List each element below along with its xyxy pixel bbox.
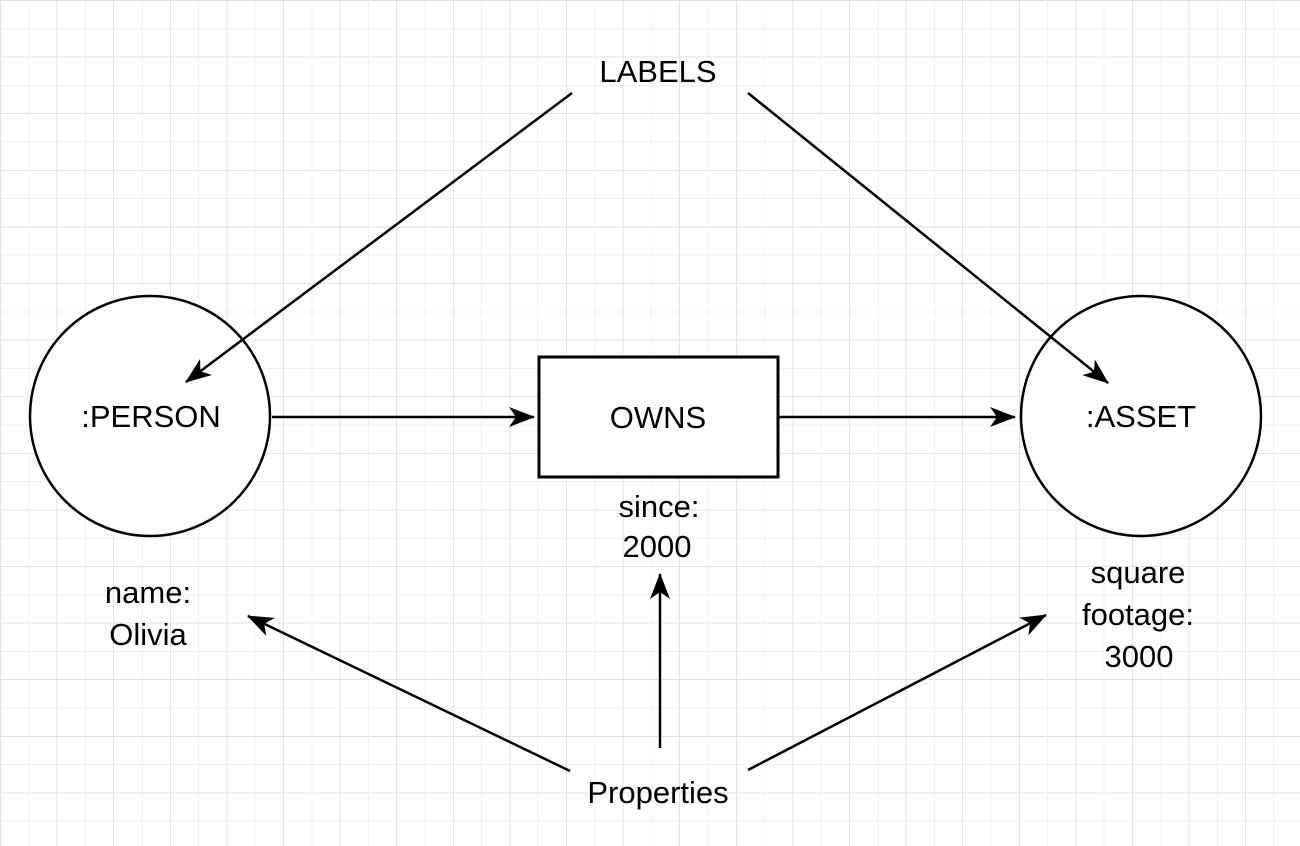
labels-caption: LABELS [599,54,716,89]
owns-relationship-label: OWNS [610,400,706,435]
asset-property-line-2: footage: [1082,597,1194,632]
person-node-label: :PERSON [81,399,221,434]
owns-property-text: since: 2000 [619,489,700,564]
asset-property-line-1: square [1091,555,1186,590]
properties-caption: Properties [587,775,728,810]
properties-to-name-arrow [247,614,571,773]
labels-to-asset-arrow [747,92,1109,384]
asset-node-label: :ASSET [1086,399,1196,434]
asset-property-text: square footage: 3000 [1082,555,1194,674]
person-property-text: name: Olivia [105,575,191,652]
person-property-line-2: Olivia [109,617,187,652]
person-property-line-1: name: [105,575,191,610]
owns-relationship-box [537,355,780,479]
owns-property-line-2: 2000 [623,529,692,564]
labels-to-person-arrow [185,91,573,384]
person-node-circle [28,294,272,538]
asset-property-line-3: 3000 [1105,639,1174,674]
properties-to-footage-arrow [747,613,1047,772]
asset-node-circle [1019,294,1263,538]
owns-property-line-1: since: [619,489,700,524]
